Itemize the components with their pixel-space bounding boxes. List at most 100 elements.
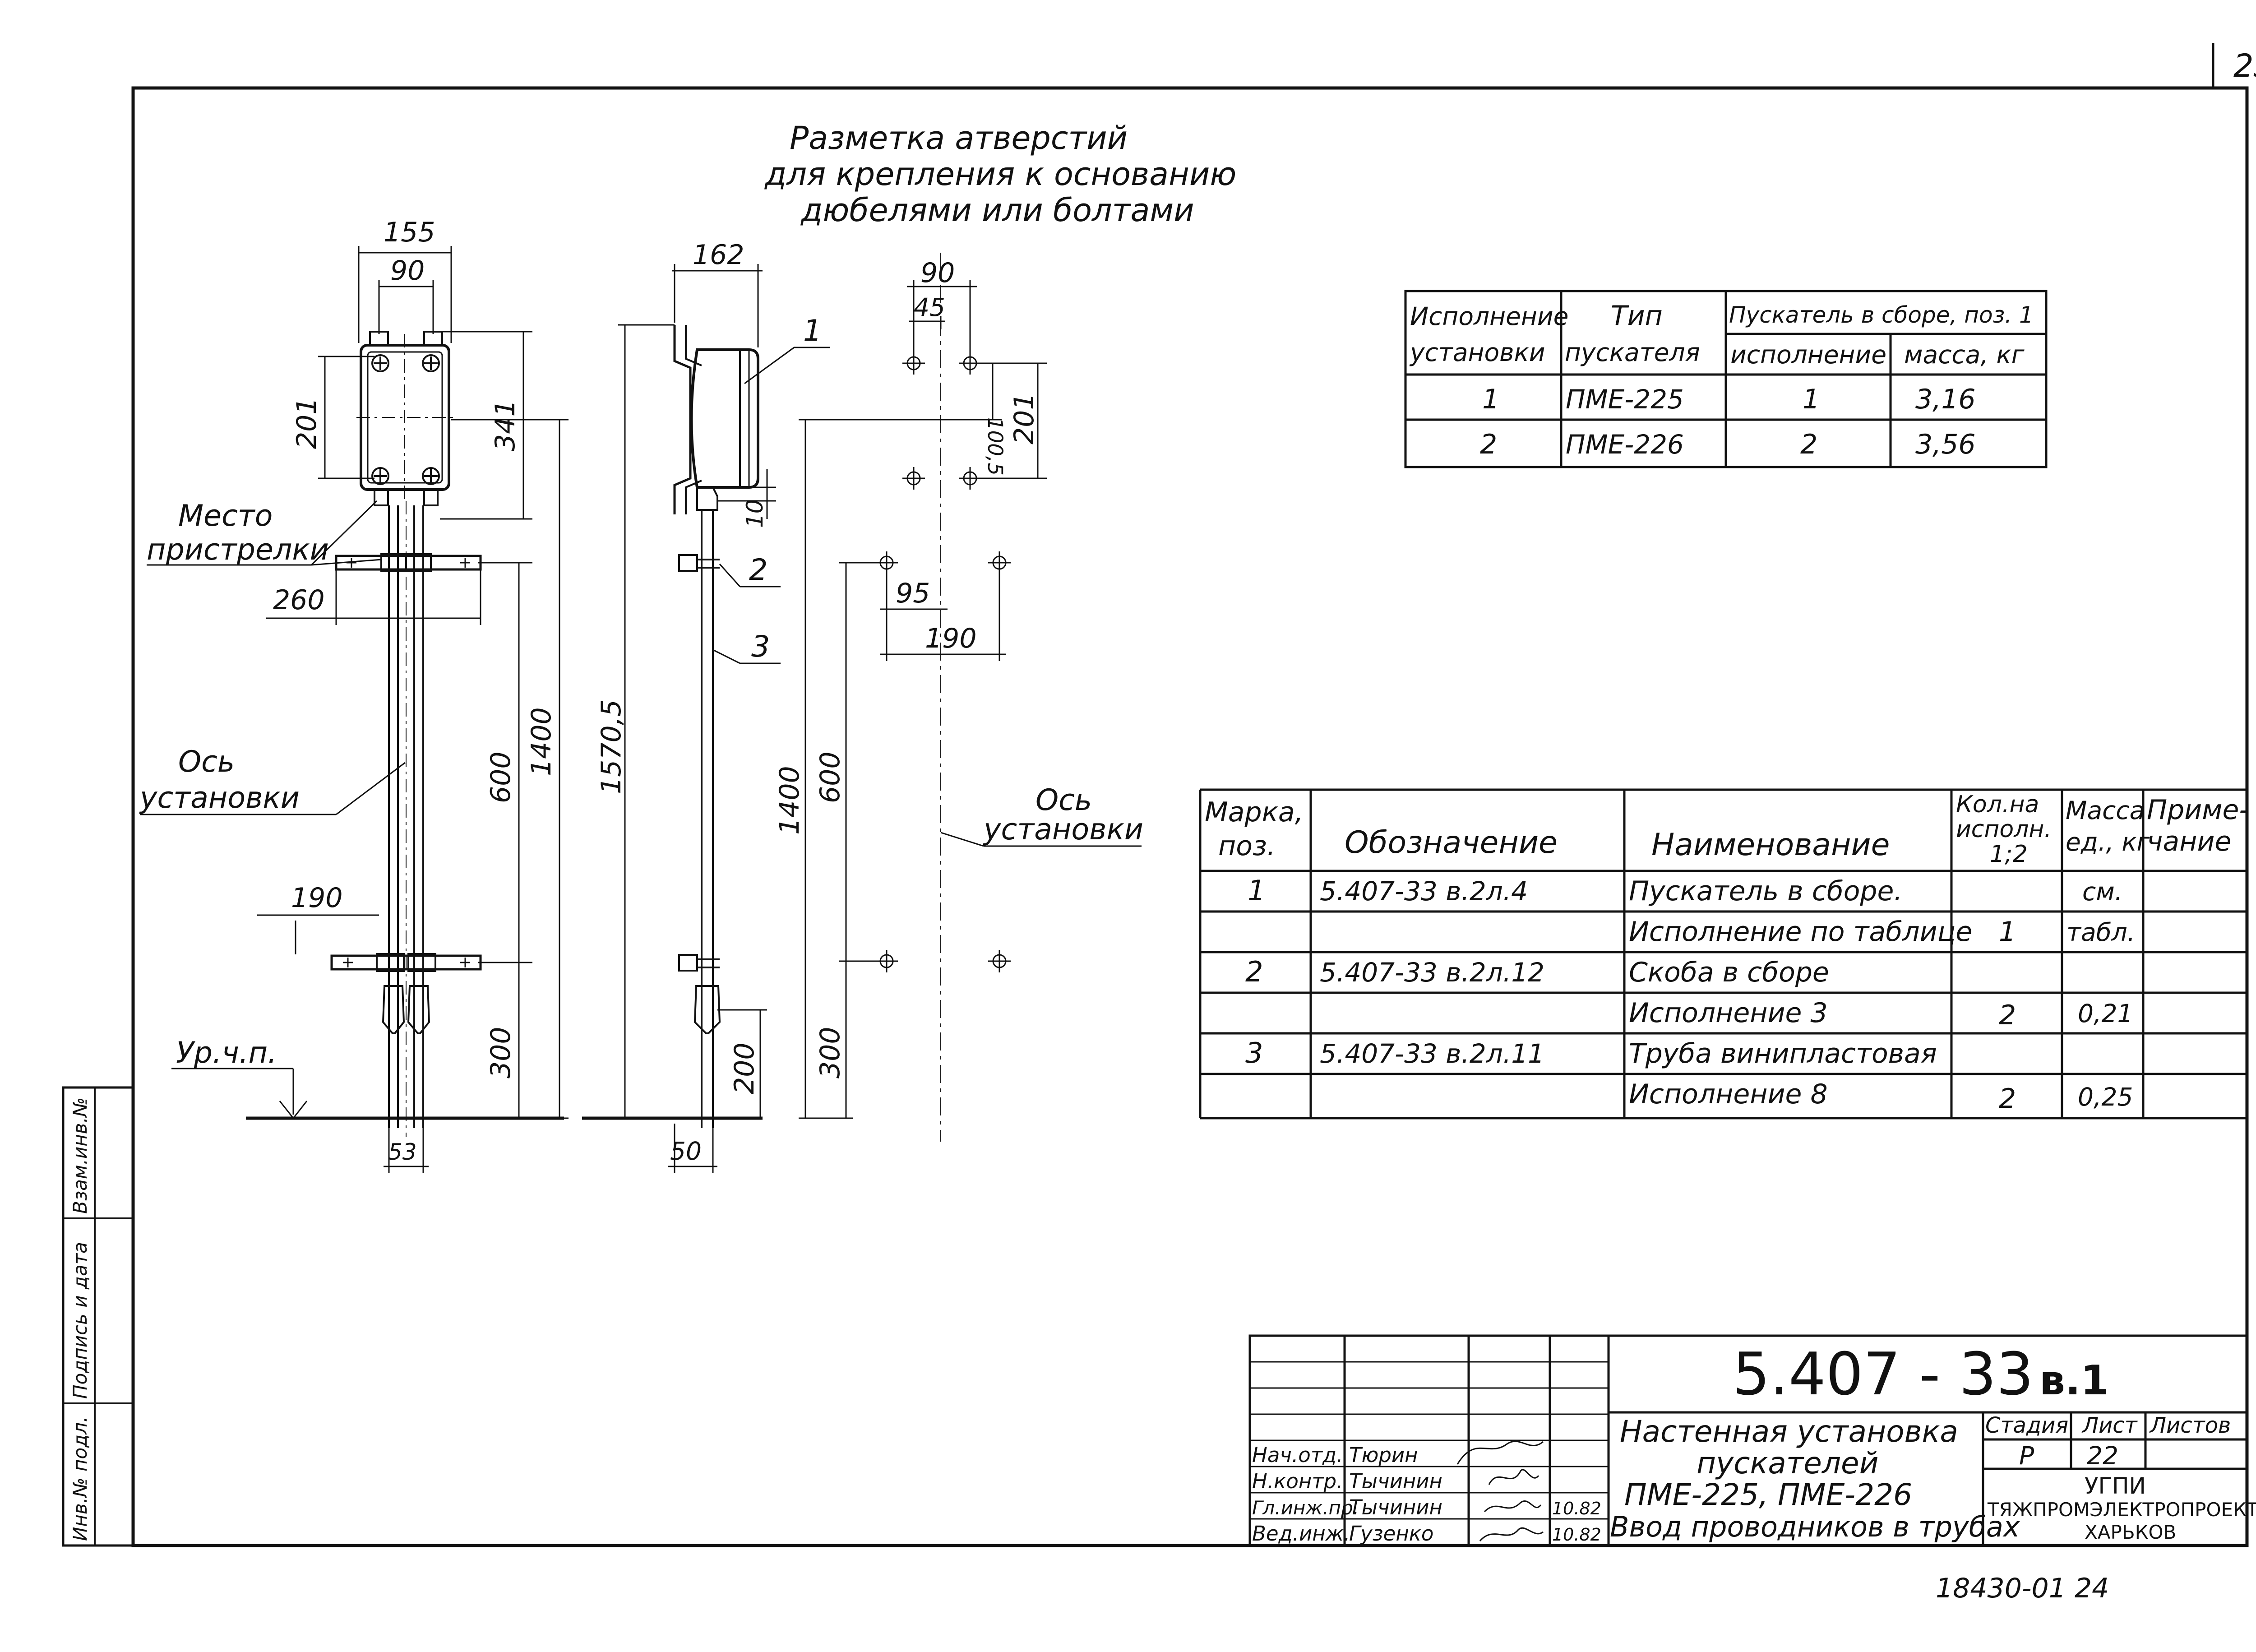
hole-dim-95: 95 <box>896 578 930 609</box>
dim-155: 155 <box>384 217 435 248</box>
side-view: 162 1570,5 10 200 50 1 2 3 <box>582 239 830 1173</box>
title-block: 5.407 - 33 в.1 Настенная установка пуска… <box>1248 1334 2256 1547</box>
dim-10: 10 <box>742 499 768 528</box>
title-name-1: Настенная установка <box>1620 1414 1958 1449</box>
hole-dim-45: 45 <box>914 293 945 322</box>
dim-300: 300 <box>485 1027 517 1078</box>
dim-600: 600 <box>485 751 517 803</box>
hole-layout: 90 45 100,5 201 95 190 1400 600 300 Ось … <box>774 253 1143 1142</box>
st-head-c3: Наименование <box>1651 827 1890 863</box>
vt-r2-c3: 2 <box>1800 429 1817 460</box>
st-head-c4a: Кол.на <box>1956 791 2039 818</box>
st-r3-code: 5.407-33 в.2л.12 <box>1320 957 1544 988</box>
dim-190: 190 <box>291 882 343 914</box>
staff-row: Н.контр. Тычинин <box>1252 1469 1442 1493</box>
st-head-c4c: 1;2 <box>1990 841 2028 868</box>
st-row: 2 5.407-33 в.2л.12 Скоба в сборе <box>1245 955 1829 988</box>
drawing-title-line1: Разметка атверстий <box>790 120 1128 157</box>
st-r6-mass: 0,25 <box>2078 1083 2133 1111</box>
vt-r1-c4: 3,16 <box>1915 384 1976 415</box>
vt-head-c3a: исполнение <box>1730 340 1886 369</box>
title-org-1: УГПИ <box>2085 1473 2146 1499</box>
pos-3: 3 <box>751 630 770 664</box>
st-row: Исполнение по таблице 1 табл. <box>1629 916 2135 948</box>
sheet-number: 23 <box>2233 47 2256 84</box>
bottom-number: 18430-01 24 <box>1936 1573 2109 1604</box>
st-r6-name: Исполнение 8 <box>1629 1078 1828 1110</box>
st-row: Исполнение 8 2 0,25 <box>1629 1078 2133 1115</box>
st-r5-pos: 3 <box>1245 1037 1263 1069</box>
side-stamp: Взам.инв.№ Подпись и дата Инв.№ подл. <box>62 1086 134 1547</box>
label-ur-ch-p: Ур.ч.п. <box>176 1036 277 1070</box>
staff-date-3: 10.82 <box>1552 1499 1601 1518</box>
label-mesto: Место <box>178 499 273 533</box>
vt-row: 2 ПМЕ-226 2 3,56 <box>1480 429 1976 460</box>
version-table: Исполнение установки Тип пускателя Пуска… <box>1404 290 2048 468</box>
staff-role-4: Вед.инж. <box>1252 1522 1350 1546</box>
st-head-c1a: Марка, <box>1205 796 1304 828</box>
st-r5-code: 5.407-33 в.2л.11 <box>1320 1038 1544 1069</box>
vt-row: 1 ПМЕ-225 1 3,16 <box>1482 384 1976 415</box>
hole-dim-1400: 1400 <box>774 766 805 835</box>
title-issue: в.1 <box>2039 1357 2109 1404</box>
st-r1-mass: см. <box>2082 877 2122 906</box>
dim-201: 201 <box>291 397 323 449</box>
hole-dim-100-5: 100,5 <box>983 417 1007 476</box>
hole-label-os: Ось <box>1036 783 1092 817</box>
vt-r1-c1: 1 <box>1482 384 1499 415</box>
hole-label-ustanovki: установки <box>983 813 1143 847</box>
st-head-c4b: исполн. <box>1956 816 2052 843</box>
st-r4-name: Исполнение 3 <box>1629 997 1828 1029</box>
dim-1570: 1570,5 <box>596 699 627 794</box>
front-view: 155 90 201 341 260 600 1400 190 300 53 М… <box>139 217 569 1173</box>
st-r1-pos: 1 <box>1248 874 1265 907</box>
staff-row: Вед.инж. Гузенко 10.82 <box>1252 1522 1601 1546</box>
vt-head-c2b: пускателя <box>1565 338 1700 367</box>
hole-dim-600: 600 <box>814 751 846 803</box>
st-r3-pos: 2 <box>1245 955 1263 988</box>
st-row: Исполнение 3 2 0,21 <box>1629 997 2133 1031</box>
vt-head-c2a: Тип <box>1611 300 1663 332</box>
dim-341: 341 <box>490 399 521 451</box>
fixing-screws <box>371 354 440 485</box>
st-head-c2: Обозначение <box>1345 825 1558 861</box>
title-code: 5.407 - 33 <box>1733 1340 2034 1408</box>
dim-162: 162 <box>693 239 744 271</box>
st-head-c6a: Приме- <box>2147 794 2249 826</box>
title-name-2: пускателей <box>1697 1446 1879 1481</box>
st-r4-qty: 2 <box>1999 1000 2016 1031</box>
vt-r1-c2: ПМЕ-225 <box>1566 384 1684 415</box>
label-os: Ось <box>178 745 235 779</box>
staff-role-2: Н.контр. <box>1252 1469 1343 1493</box>
st-r1-code: 5.407-33 в.2л.4 <box>1320 876 1528 907</box>
label-ustanovki: установки <box>139 781 300 815</box>
st-head-c5a: Масса <box>2066 796 2145 825</box>
st-r4-mass: 0,21 <box>2078 999 2133 1028</box>
title-sheets-label: Листов <box>2149 1413 2231 1438</box>
vt-r2-c1: 2 <box>1480 429 1497 460</box>
staff-row: Нач.отд. Тюрин <box>1252 1443 1418 1467</box>
vt-head-c3b: масса, кг <box>1904 340 2025 369</box>
dim-200: 200 <box>729 1042 760 1094</box>
drawing-frame <box>131 86 2249 1547</box>
stamp-inv: Инв.№ подл. <box>69 1416 91 1541</box>
drawing-title-line3: дюбелями или болтами <box>800 192 1194 229</box>
staff-date-4: 10.82 <box>1552 1525 1601 1545</box>
pos-2: 2 <box>749 553 767 587</box>
st-r2-name: Исполнение по таблице <box>1629 916 1972 948</box>
vt-r2-c2: ПМЕ-226 <box>1566 429 1684 460</box>
st-head-c5b: ед., кг <box>2066 828 2150 856</box>
pos-1: 1 <box>803 314 822 348</box>
drawing-title-line2: для крепления к основанию <box>764 156 1236 193</box>
st-r2-qty: 1 <box>1999 916 2016 948</box>
vt-r2-c4: 3,56 <box>1915 429 1976 460</box>
st-r5-name: Труба винипластовая <box>1629 1038 1937 1069</box>
stamp-podpis: Подпись и дата <box>69 1242 91 1399</box>
hole-dim-90: 90 <box>920 257 955 289</box>
hole-dim-201: 201 <box>1008 393 1040 444</box>
stamp-vzam: Взам.инв.№ <box>69 1097 91 1214</box>
staff-name-1: Тюрин <box>1349 1443 1418 1467</box>
title-stage: Р <box>2019 1441 2034 1470</box>
title-org-2: ТЯЖПРОМЭЛЕКТРОПРОЕКТ <box>1987 1499 2256 1521</box>
